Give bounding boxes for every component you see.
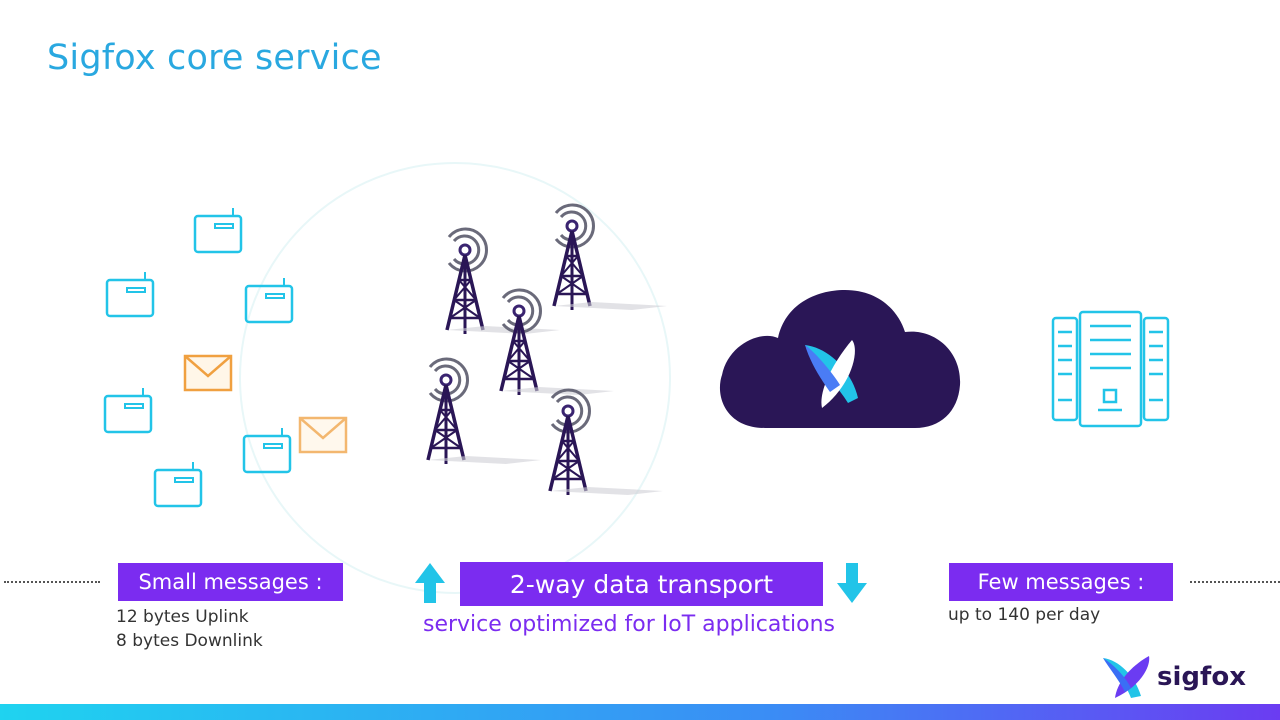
arrow-up-icon <box>415 563 445 603</box>
sigfox-logo: sigfox <box>1101 654 1246 700</box>
antenna-tower-icon <box>445 227 562 336</box>
device-icon <box>193 206 243 254</box>
page-title: Sigfox core service <box>47 38 382 78</box>
server-icon <box>1051 310 1170 428</box>
device-icon <box>105 270 155 318</box>
optimized-label: service optimized for IoT applications <box>423 612 835 637</box>
envelope-icon <box>298 416 348 454</box>
sigfox-logo-icon <box>1103 656 1150 698</box>
dotted-line-left <box>4 581 100 583</box>
device-icon <box>153 460 203 508</box>
device-icon <box>103 386 153 434</box>
few-messages-label: Few messages : <box>949 563 1173 601</box>
antenna-tower-icon <box>552 203 669 312</box>
antenna-tower-icon <box>548 388 665 497</box>
transport-label: 2-way data transport <box>460 562 823 606</box>
device-icon <box>242 426 292 474</box>
dotted-line-right <box>1190 581 1280 583</box>
small-messages-label: Small messages : <box>118 563 343 601</box>
cloud-icon <box>719 290 961 428</box>
coverage-circle <box>239 162 671 594</box>
brand-name: sigfox <box>1157 662 1246 692</box>
messages-per-day: up to 140 per day <box>948 605 1101 625</box>
arrow-down-icon <box>837 563 867 603</box>
uplink-size: 12 bytes Uplink <box>116 607 249 627</box>
downlink-size: 8 bytes Downlink <box>116 631 263 651</box>
antenna-tower-icon <box>426 357 543 466</box>
bottom-gradient-bar <box>0 704 1280 720</box>
device-icon <box>244 276 294 324</box>
envelope-icon <box>183 354 233 392</box>
